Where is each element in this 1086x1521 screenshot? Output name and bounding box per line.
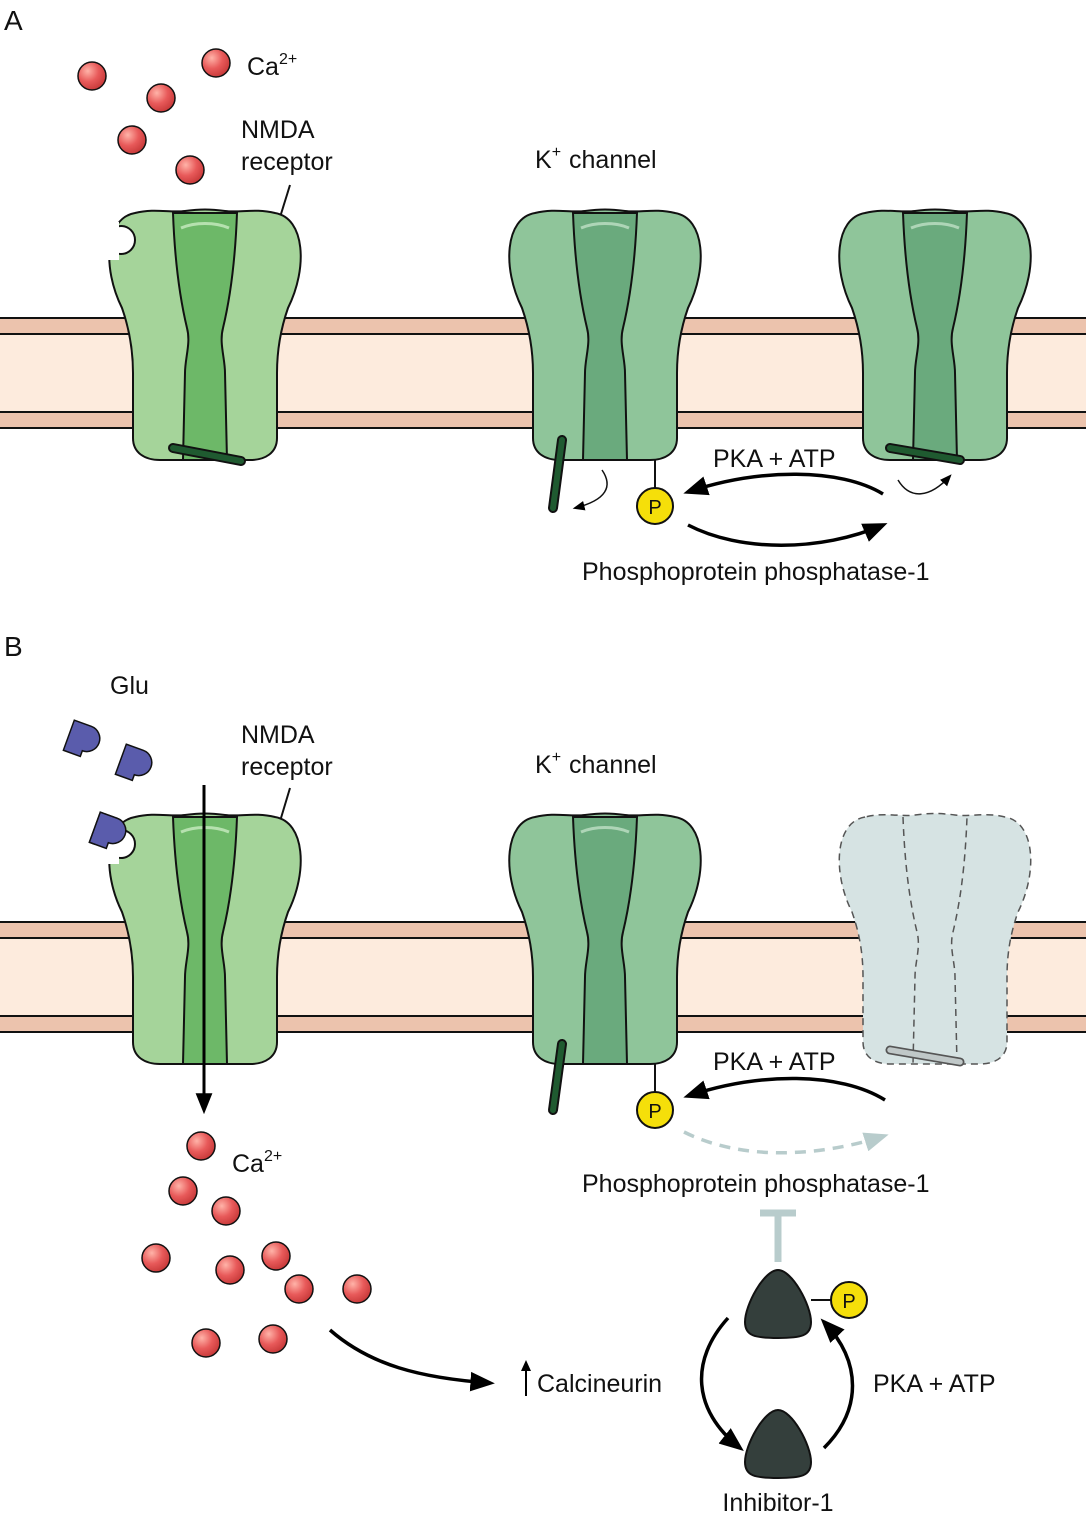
inhibitor-phosphorylation-arrow — [820, 1318, 855, 1450]
calcium-charge: 2+ — [264, 1148, 282, 1165]
k-word: channel — [569, 751, 657, 779]
k-charge: + — [552, 144, 561, 161]
nmda-pointer-b — [280, 787, 291, 819]
k-channel-label-a: K+ channel — [535, 144, 657, 174]
glutamate-label: Glu — [110, 672, 149, 700]
inhibitor-phosphate-label: P — [842, 1291, 855, 1313]
inhibitor-label: Inhibitor-1 — [722, 1489, 833, 1517]
glutamate-in-site — [88, 811, 127, 850]
calcium-ions-b — [141, 1131, 372, 1358]
inhibitor-dephosphorylation-arrow — [699, 1316, 744, 1452]
calcineurin-label: Calcineurin — [537, 1370, 662, 1398]
calcineurin-up-arrow — [521, 1360, 531, 1396]
calcium-ion — [141, 1243, 171, 1273]
calcium-symbol: Ca — [247, 53, 279, 81]
phosphate-a-label: P — [648, 497, 661, 519]
pka-label-b: PKA + ATP — [713, 1048, 836, 1076]
calcium-ion — [261, 1241, 291, 1271]
calcium-ion — [191, 1328, 221, 1358]
calcium-ion — [284, 1274, 314, 1304]
calcium-ion — [186, 1131, 216, 1161]
k-channel-open-a — [508, 208, 702, 513]
panel-b: B Glu — [0, 631, 1086, 1517]
nmda-label-b-line2: receptor — [241, 753, 333, 781]
calcium-label-b: Ca2+ — [232, 1148, 282, 1178]
panel-a: A Ca2+ — [0, 5, 1086, 586]
calcineurin-activation-arrow — [328, 1328, 495, 1392]
calcium-ion — [215, 1255, 245, 1285]
calcium-ion — [175, 155, 205, 185]
k-word: channel — [569, 146, 657, 174]
phosphate-b-label: P — [648, 1101, 661, 1123]
k-charge: + — [552, 749, 561, 766]
phosphate-b: P — [636, 1091, 674, 1129]
calcium-ion — [258, 1324, 288, 1354]
panel-a-letter: A — [4, 5, 23, 36]
pka-arrow-a — [683, 472, 884, 496]
calcium-ion — [211, 1196, 241, 1226]
inhibition-bar — [760, 1209, 796, 1262]
calcium-ion — [117, 125, 147, 155]
panel-b-letter: B — [4, 631, 23, 662]
calcium-ion — [342, 1274, 372, 1304]
phosphatase-label-a: Phosphoprotein phosphatase-1 — [582, 558, 930, 586]
nmda-pointer-a — [280, 184, 291, 215]
phosphatase-arrow-b-inhibited — [683, 1130, 889, 1155]
k-symbol: K — [535, 146, 552, 174]
k-channel-ghost-b — [838, 812, 1032, 1067]
pka-inhibitor-label: PKA + ATP — [873, 1370, 996, 1398]
glutamate-molecule — [62, 719, 101, 758]
inhibitor-1-phosphorylated: P — [743, 1268, 868, 1340]
calcium-symbol: Ca — [232, 1150, 264, 1178]
calcium-label-a: Ca2+ — [247, 51, 297, 81]
phosphatase-label-b: Phosphoprotein phosphatase-1 — [582, 1170, 930, 1198]
k-symbol: K — [535, 751, 552, 779]
calcium-charge: 2+ — [279, 51, 297, 68]
k-channel-open-b — [508, 812, 702, 1115]
glutamate-molecule — [114, 743, 153, 782]
nmda-label-b-line1: NMDA — [241, 721, 315, 749]
calcium-ion — [201, 48, 231, 78]
pka-label-a: PKA + ATP — [713, 445, 836, 473]
calcium-ion — [146, 83, 176, 113]
phosphate-a: P — [636, 487, 674, 525]
calcium-ion — [77, 61, 107, 91]
pka-arrow-b — [683, 1076, 886, 1102]
k-channel-closed-a — [838, 208, 1032, 495]
calcium-ion — [168, 1176, 198, 1206]
phosphatase-arrow-a — [687, 523, 888, 547]
nmda-receptor-a — [95, 208, 302, 466]
inhibitor-1-dephosphorylated — [743, 1408, 813, 1480]
nmda-label-a-line1: NMDA — [241, 116, 315, 144]
calcium-ions-a — [77, 48, 231, 185]
nmda-label-a-line2: receptor — [241, 148, 333, 176]
inhibitor-phosphate — [830, 1281, 868, 1319]
k-channel-label-b: K+ channel — [535, 749, 657, 779]
